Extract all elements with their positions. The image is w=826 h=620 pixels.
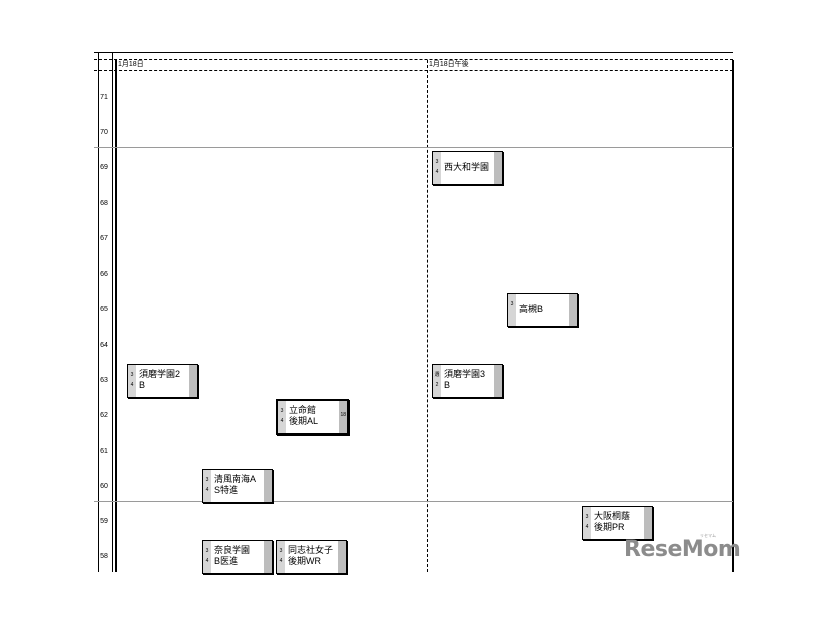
axis-label-64: 64 bbox=[100, 342, 108, 349]
school-subject-count: 3 4 bbox=[280, 408, 284, 424]
school-name-line: 須磨学園2 bbox=[139, 369, 181, 379]
school-name-line: S特進 bbox=[214, 485, 239, 495]
school-shade bbox=[264, 470, 272, 502]
school-name-line: 奈良学園 bbox=[214, 545, 251, 555]
school-shade bbox=[338, 541, 346, 573]
axis-label-59: 59 bbox=[100, 518, 108, 525]
school-name: 同志社女子後期WR bbox=[288, 545, 333, 567]
column-header-1: 1月18日 bbox=[118, 61, 144, 68]
school-name-line: B医進 bbox=[214, 556, 239, 566]
school-box-osakatoin: 3 4 大阪桐蔭後期PR bbox=[582, 506, 653, 540]
column-divider bbox=[427, 60, 428, 572]
school-strip bbox=[203, 541, 211, 573]
school-shade bbox=[494, 365, 502, 397]
school-shade bbox=[569, 294, 577, 326]
axis-label-70: 70 bbox=[100, 129, 108, 136]
school-strip bbox=[277, 541, 285, 573]
school-name-line: B bbox=[139, 380, 146, 390]
school-subject-count: 3 4 bbox=[205, 548, 209, 564]
school-shade bbox=[494, 152, 502, 184]
school-strip bbox=[433, 365, 441, 397]
school-subject-count: 3 4 bbox=[435, 159, 439, 175]
school-subject-count: 3 bbox=[510, 301, 514, 307]
column-header-2: 1月18日午後 bbox=[429, 61, 469, 68]
header-top-dashed bbox=[94, 59, 733, 60]
school-box-ritsumeikan: 3 4 立命館後期AL 18 bbox=[276, 399, 349, 435]
school-strip bbox=[278, 401, 286, 433]
axis-label-66: 66 bbox=[100, 271, 108, 278]
school-subject-count: 3 4 bbox=[279, 548, 283, 564]
school-name: 立命館後期AL bbox=[289, 405, 318, 427]
right-border bbox=[732, 60, 734, 572]
school-shade bbox=[339, 401, 347, 433]
school-shade bbox=[189, 365, 197, 397]
school-box-takatsuki: 3 高槻B bbox=[507, 293, 578, 327]
school-name-line: 清風南海A bbox=[214, 474, 257, 484]
school-strip bbox=[128, 365, 136, 397]
left-border-inner-2 bbox=[115, 60, 117, 572]
axis-label-67: 67 bbox=[100, 235, 108, 242]
left-border-inner-1 bbox=[112, 52, 113, 572]
school-strip bbox=[203, 470, 211, 502]
axis-label-63: 63 bbox=[100, 377, 108, 384]
school-subject-count: 3 4 bbox=[205, 477, 209, 493]
school-name: 大阪桐蔭後期PR bbox=[594, 511, 630, 533]
school-box-nishiyamato: 3 4 西大和学園 bbox=[432, 151, 503, 185]
school-box-doshisha: 3 4 同志社女子後期WR bbox=[276, 540, 347, 574]
school-shade bbox=[264, 541, 272, 573]
header-bottom-dashed bbox=[94, 70, 733, 71]
school-strip bbox=[583, 507, 591, 539]
school-name-line: 立命館 bbox=[289, 405, 317, 415]
school-name-line: 後期AL bbox=[289, 416, 319, 426]
school-name-line: 高槻B bbox=[519, 304, 544, 314]
axis-label-65: 65 bbox=[100, 306, 108, 313]
school-name-line: 須磨学園3 bbox=[444, 369, 486, 379]
resemom-logo-sub: リセマム bbox=[700, 533, 716, 538]
school-name: 西大和学園 bbox=[444, 162, 489, 173]
school-name-line: 同志社女子 bbox=[288, 545, 334, 555]
axis-label-71: 71 bbox=[100, 94, 108, 101]
left-border-outer bbox=[98, 52, 99, 572]
band-line-70 bbox=[94, 147, 733, 148]
school-subject-count: 3 4 bbox=[130, 372, 134, 388]
top-border bbox=[94, 52, 733, 53]
axis-label-61: 61 bbox=[100, 448, 108, 455]
axis-label-68: 68 bbox=[100, 200, 108, 207]
school-strip bbox=[433, 152, 441, 184]
resemom-logo: ReseMom bbox=[624, 537, 741, 562]
band-line-60 bbox=[94, 501, 733, 502]
school-strip bbox=[508, 294, 516, 326]
school-name-line: 大阪桐蔭 bbox=[594, 511, 631, 521]
school-name: 高槻B bbox=[519, 304, 543, 315]
school-name-line: 後期WR bbox=[288, 556, 321, 566]
school-subject-count: 選 2 bbox=[434, 372, 440, 388]
axis-label-60: 60 bbox=[100, 483, 108, 490]
school-shade bbox=[644, 507, 652, 539]
school-name-line: B bbox=[444, 380, 451, 390]
axis-label-69: 69 bbox=[100, 164, 108, 171]
school-name-line: 後期PR bbox=[594, 522, 625, 532]
axis-label-62: 62 bbox=[100, 412, 108, 419]
school-side-number: 18 bbox=[340, 412, 346, 418]
school-name-line: 西大和学園 bbox=[444, 162, 490, 172]
school-subject-count: 3 4 bbox=[585, 514, 589, 530]
axis-label-58: 58 bbox=[100, 553, 108, 560]
